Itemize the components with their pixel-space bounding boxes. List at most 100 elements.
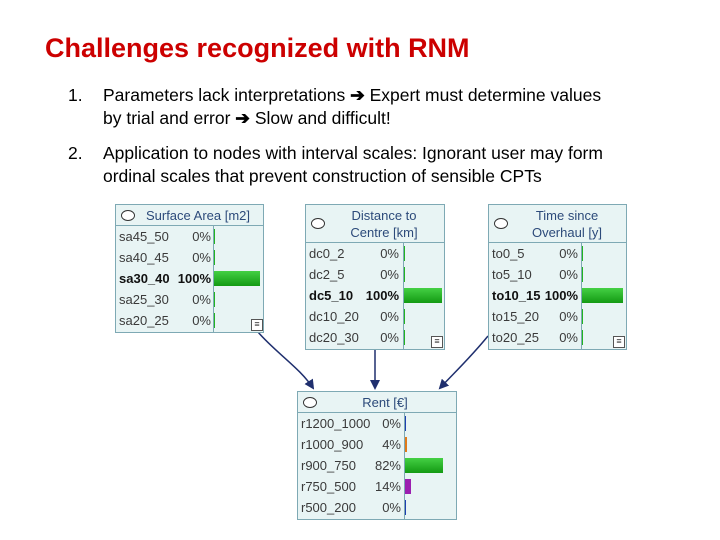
- bullet-text: Slow and difficult!: [249, 108, 391, 128]
- state-percent: 4%: [382, 437, 401, 452]
- state-percent: 0%: [192, 292, 211, 307]
- state-label: sa20_25: [119, 313, 169, 328]
- node-state-row[interactable]: sa30_40 100%: [116, 268, 263, 289]
- node-title: Surface Area [m2]: [145, 208, 251, 223]
- node-state-icon: [311, 218, 325, 229]
- state-label: dc20_30: [309, 330, 359, 345]
- state-probability-bar: [214, 313, 215, 328]
- node-state-row[interactable]: sa45_50 0%: [116, 226, 263, 247]
- state-percent: 0%: [192, 313, 211, 328]
- state-percent: 14%: [374, 479, 401, 494]
- bullet-number: 1.: [68, 85, 83, 105]
- state-percent: 0%: [192, 229, 211, 244]
- slide-title: Challenges recognized with RNM: [45, 33, 470, 63]
- edge-time-to-rent: [438, 335, 489, 390]
- state-label: sa30_40: [119, 271, 170, 286]
- state-percent: 100%: [365, 288, 399, 303]
- bullet-line: ordinal scales that prevent construction…: [103, 166, 542, 186]
- state-probability-bar: [214, 292, 215, 307]
- bullet-line: by trial and error ➔ Slow and difficult!: [103, 107, 708, 130]
- node-state-row[interactable]: to0_5 0%: [489, 243, 626, 264]
- state-label: to0_5: [492, 246, 525, 261]
- state-label: r900_750: [301, 458, 356, 473]
- state-label: r750_500: [301, 479, 356, 494]
- state-label: dc0_2: [309, 246, 345, 261]
- node-title-line: Centre [km]: [350, 225, 418, 240]
- state-percent: 0%: [382, 416, 401, 431]
- state-percent: 0%: [559, 309, 578, 324]
- state-probability-bar: [214, 250, 215, 265]
- node-state-row[interactable]: r1000_900 4%: [298, 434, 456, 455]
- state-percent: 0%: [192, 250, 211, 265]
- node-state-row[interactable]: dc20_30 0%: [306, 327, 444, 348]
- state-probability-bar: [214, 271, 260, 286]
- node-title-line: Distance to: [351, 208, 417, 223]
- bullet-item-2: 2. Application to nodes with interval sc…: [68, 142, 708, 188]
- node-rent[interactable]: Rent [€] r1200_1000 0% r1000_900 4% r900_750…: [297, 391, 457, 520]
- state-probability-bar: [582, 309, 583, 324]
- expand-icon[interactable]: ≡: [613, 336, 625, 348]
- state-probability-bar: [405, 437, 407, 452]
- bullet-line: Application to nodes with interval scale…: [103, 143, 603, 163]
- node-state-row[interactable]: r750_500 14%: [298, 476, 456, 497]
- expand-icon[interactable]: ≡: [431, 336, 443, 348]
- state-percent: 0%: [559, 246, 578, 261]
- state-label: to5_10: [492, 267, 532, 282]
- state-probability-bar: [405, 500, 406, 515]
- edge-surface-to-rent: [257, 331, 315, 390]
- state-probability-bar: [582, 246, 583, 261]
- bullet-item-1: 1. Parameters lack interpretations ➔ Exp…: [68, 84, 708, 130]
- node-state-row[interactable]: dc0_2 0%: [306, 243, 444, 264]
- state-probability-bar: [404, 267, 405, 282]
- node-state-icon: [121, 210, 135, 221]
- state-label: sa45_50: [119, 229, 169, 244]
- state-label: r1000_900: [301, 437, 364, 452]
- state-label: to15_20: [492, 309, 539, 324]
- bullet-text: Expert must determine values: [364, 85, 602, 105]
- node-title: Distance to Centre [km]: [328, 207, 440, 241]
- bullet-list: 1. Parameters lack interpretations ➔ Exp…: [68, 84, 708, 200]
- expand-icon[interactable]: ≡: [251, 319, 263, 331]
- node-state-row[interactable]: sa20_25 0%: [116, 310, 263, 331]
- state-percent: 0%: [559, 267, 578, 282]
- state-probability-bar: [582, 267, 583, 282]
- state-percent: 0%: [380, 330, 399, 345]
- state-probability-bar: [404, 309, 405, 324]
- state-percent: 0%: [380, 309, 399, 324]
- node-state-row[interactable]: to15_20 0%: [489, 306, 626, 327]
- node-title: Rent [€]: [362, 395, 408, 410]
- state-percent: 100%: [177, 271, 211, 286]
- node-state-row[interactable]: dc10_20 0%: [306, 306, 444, 327]
- bullet-text: Parameters lack interpretations: [103, 85, 351, 105]
- state-label: dc10_20: [309, 309, 359, 324]
- node-state-row[interactable]: to5_10 0%: [489, 264, 626, 285]
- state-probability-bar: [582, 288, 623, 303]
- state-label: r1200_1000: [301, 416, 371, 431]
- node-state-row[interactable]: r1200_1000 0%: [298, 413, 456, 434]
- state-percent: 0%: [380, 246, 399, 261]
- bullet-line: Parameters lack interpretations ➔ Expert…: [103, 84, 708, 107]
- bullet-text: by trial and error: [103, 108, 236, 128]
- arrow-right-icon: ➔: [350, 85, 365, 105]
- state-label: r500_200: [301, 500, 356, 515]
- state-percent: 0%: [380, 267, 399, 282]
- bullet-number: 2.: [68, 143, 83, 163]
- state-probability-bar: [405, 416, 406, 431]
- node-state-icon: [303, 397, 317, 408]
